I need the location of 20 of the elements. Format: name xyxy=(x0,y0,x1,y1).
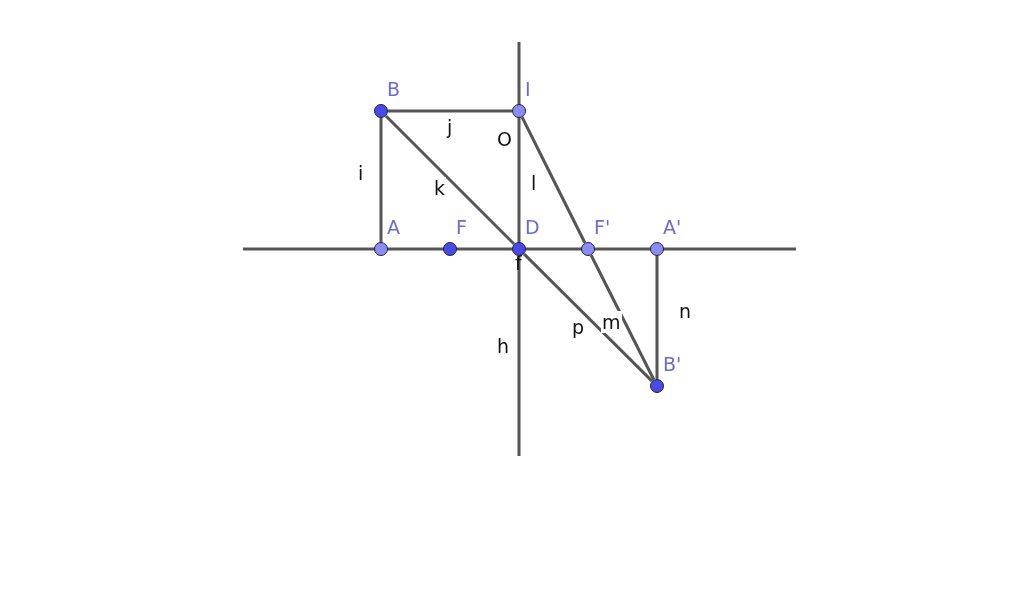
line-segment xyxy=(589,254,656,381)
point-label: A xyxy=(387,216,400,238)
line-segment xyxy=(522,252,654,383)
line-segment xyxy=(655,256,659,379)
line-label: h xyxy=(496,335,511,357)
line-segment xyxy=(379,118,383,242)
segment-label: p xyxy=(571,316,586,338)
point-label: I xyxy=(525,78,531,100)
line-segment xyxy=(388,109,512,113)
line-segment xyxy=(520,116,587,244)
point-label: B' xyxy=(663,353,682,375)
point-label: D xyxy=(525,216,540,238)
line-segment xyxy=(384,114,516,246)
segment-label: m xyxy=(601,311,622,333)
point-label: F' xyxy=(594,216,611,238)
point-label: F xyxy=(456,216,467,238)
point-label: A' xyxy=(663,216,682,238)
segment-label: j xyxy=(446,116,454,138)
point-label: B xyxy=(387,78,401,100)
line-label: O xyxy=(496,128,513,150)
